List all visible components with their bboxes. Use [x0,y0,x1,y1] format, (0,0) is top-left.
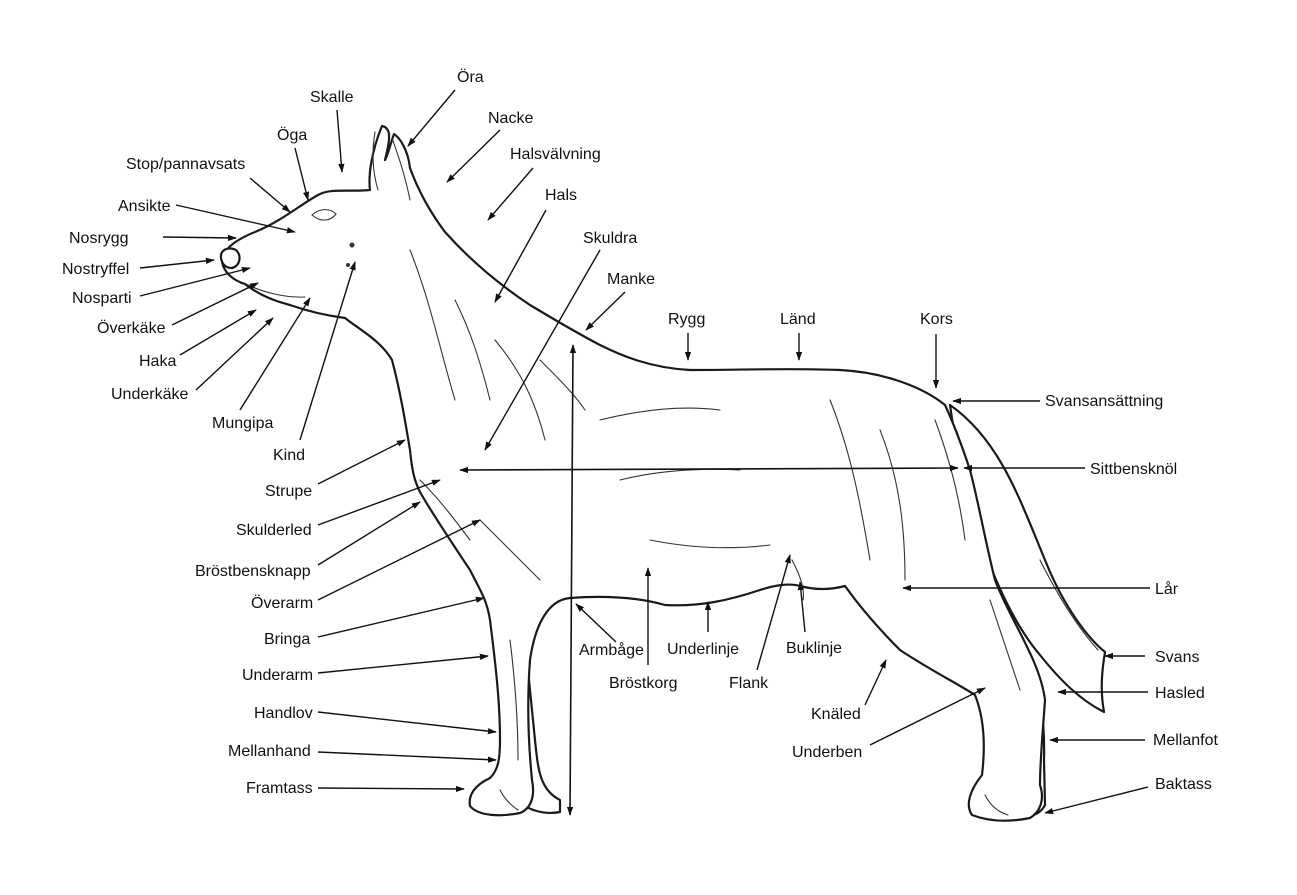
dog-illustration [219,124,1107,822]
label-ora: Öra [457,68,484,86]
label-strupe: Strupe [265,483,312,500]
label-nosparti: Nosparti [72,290,132,307]
label-kind: Kind [273,447,305,464]
label-nostryffel: Nostryffel [62,261,129,278]
label-hasled: Hasled [1155,685,1205,702]
label-underlinje: Underlinje [667,641,739,658]
label-buklinje: Buklinje [786,640,842,657]
label-baktass: Baktass [1155,776,1212,793]
label-lar: Lår [1155,580,1179,598]
label-svans: Svans [1155,649,1199,666]
label-mungipa: Mungipa [212,415,273,432]
label-rygg: Rygg [668,311,705,328]
label-haka: Haka [139,353,176,370]
label-bringa: Bringa [264,631,310,648]
label-nacke: Nacke [488,110,533,127]
nose-shape [219,247,241,270]
label-underarm: Underarm [242,667,313,684]
label-framtass: Framtass [246,780,313,797]
label-halsvalvning: Halsvälvning [510,146,601,163]
label-manke: Manke [607,271,655,288]
label-hals: Hals [545,187,577,204]
label-flank: Flank [729,675,769,692]
label-mellanfot: Mellanfot [1153,732,1218,749]
label-underben: Underben [792,744,862,761]
anatomy-labels: Öra Skalle Nacke Öga Halsvälvning Stop/p… [62,68,1218,797]
eye-mark [311,209,337,221]
label-armbage: Armbåge [579,641,644,659]
label-oga: Öga [277,126,307,144]
label-ansikte: Ansikte [118,198,171,215]
body-shape [220,124,1047,822]
label-mellanhand: Mellanhand [228,743,311,760]
label-land: Länd [780,311,816,328]
label-brostkorg: Bröstkorg [609,675,677,692]
label-overarm: Överarm [251,594,313,612]
label-overkake: Överkäke [97,319,166,337]
label-svansansattning: Svansansättning [1045,393,1163,410]
label-skalle: Skalle [310,89,354,106]
label-underkake: Underkäke [111,386,188,403]
pointer-arrows [139,89,1150,815]
label-handlov: Handlov [254,705,313,722]
label-skuldra: Skuldra [583,230,637,247]
label-brostbensknapp: Bröstbensknapp [195,563,311,580]
label-kors: Kors [920,311,953,328]
label-stop: Stop/pannavsats [126,156,245,173]
label-skulderled: Skulderled [236,522,312,539]
label-sittbensknol: Sittbensknöl [1090,461,1177,478]
length-measure-line [459,464,959,474]
height-measure-line [566,344,577,816]
label-nosrygg: Nosrygg [69,230,129,247]
label-knaled: Knäled [811,706,861,723]
